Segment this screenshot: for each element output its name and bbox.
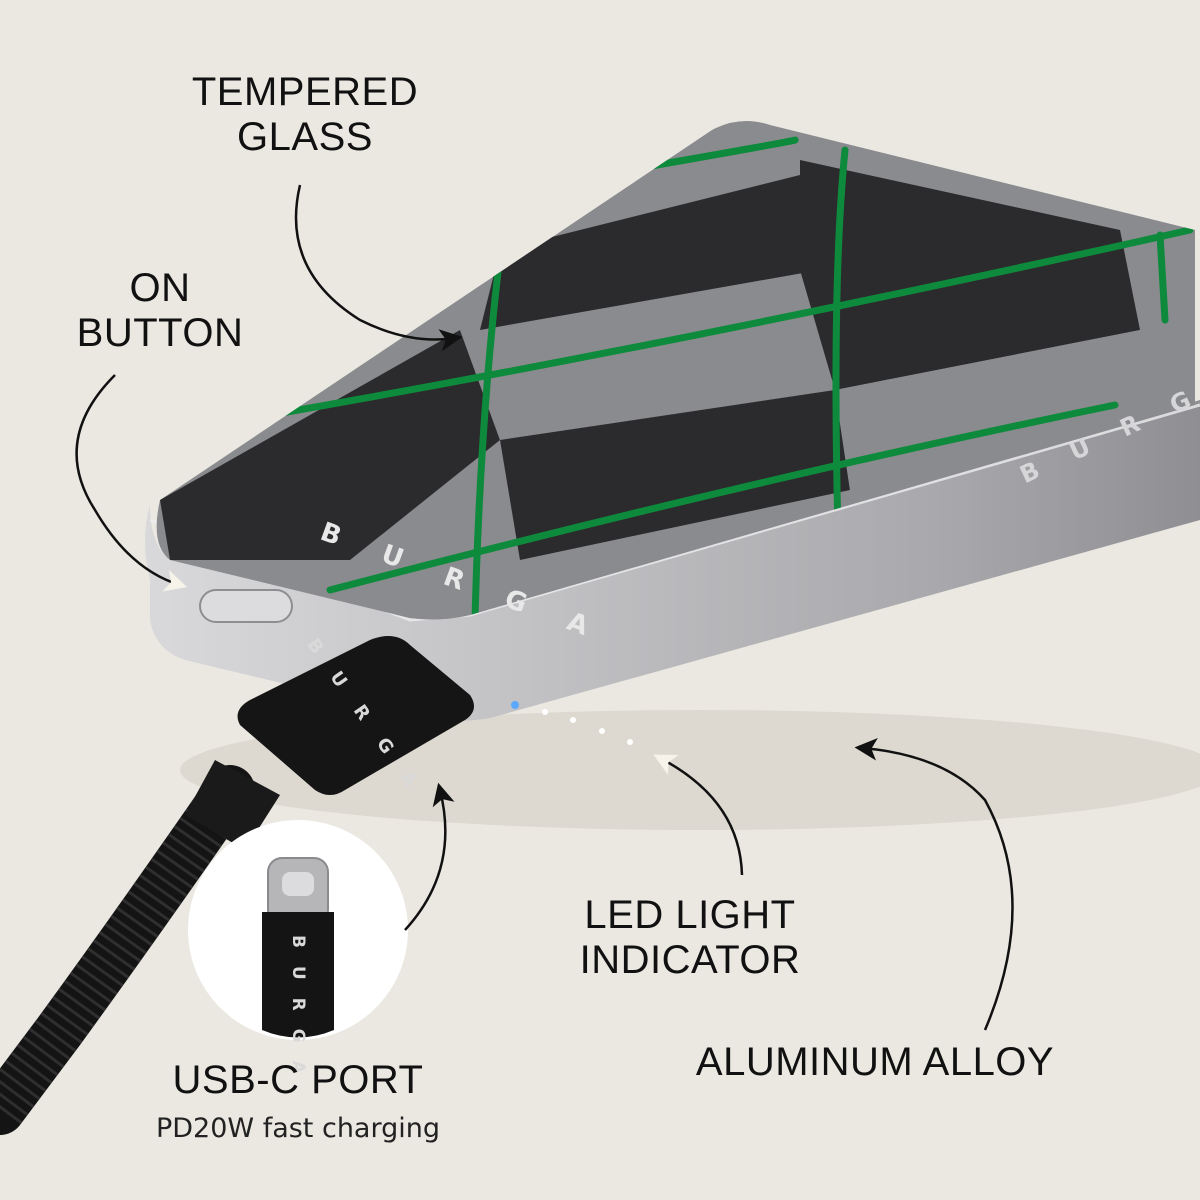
label-tempered-glass: TEMPERED GLASS [150,70,460,160]
green-stripe [471,251,504,620]
glass-pattern-dark [480,175,820,330]
usb-c-cable: B U R G A [0,635,474,1135]
label-led-indicator: LED LIGHT INDICATOR [540,893,840,983]
usb-c-port-inset: B U R G A [188,820,408,1080]
glass-pattern-dark [460,270,835,440]
usb-c-plug-body [262,912,334,1038]
label-aluminum-alloy: ALUMINUM ALLOY [695,1040,1055,1084]
tempered-glass-top: B U R G A [156,121,1196,648]
curved-arrow-icon [404,782,455,931]
label-usb-c-sub: PD20W fast charging [155,1113,440,1144]
led-dot-icon [599,728,605,734]
led-dot-icon [627,739,633,745]
cable-braid-texture [0,775,251,1126]
usb-c-connector[interactable] [237,636,474,795]
led-light-indicator [511,701,633,745]
green-stripe [326,401,1119,594]
plug-brand-logo: B U R G A [288,935,308,1080]
led-dot-icon [542,709,548,715]
label-line: BUTTON [76,310,244,355]
label-line: GLASS [237,114,373,159]
label-line: INDICATOR [579,937,801,982]
cable-strain-relief [185,760,280,850]
label-on-button: ON BUTTON [40,266,280,356]
label-usb-c-port: USB-C PORT [172,1058,424,1102]
usb-c-metal-inner [282,872,314,896]
on-button[interactable] [199,589,293,623]
curved-arrow-icon [653,754,744,876]
curved-arrow-icon [854,738,1014,1031]
curved-arrow-icon [294,184,463,352]
label-line: LED LIGHT [584,893,796,937]
led-dot-icon [511,701,519,709]
green-stripe [1156,231,1169,324]
glass-pattern-dark [500,390,850,560]
curved-arrow-icon [75,374,188,592]
glass-pattern-dark [835,330,1195,490]
label-line: TEMPERED [191,70,419,114]
green-stripe [266,226,1194,419]
led-dot-icon [570,717,576,723]
label-line: ON [129,266,191,310]
